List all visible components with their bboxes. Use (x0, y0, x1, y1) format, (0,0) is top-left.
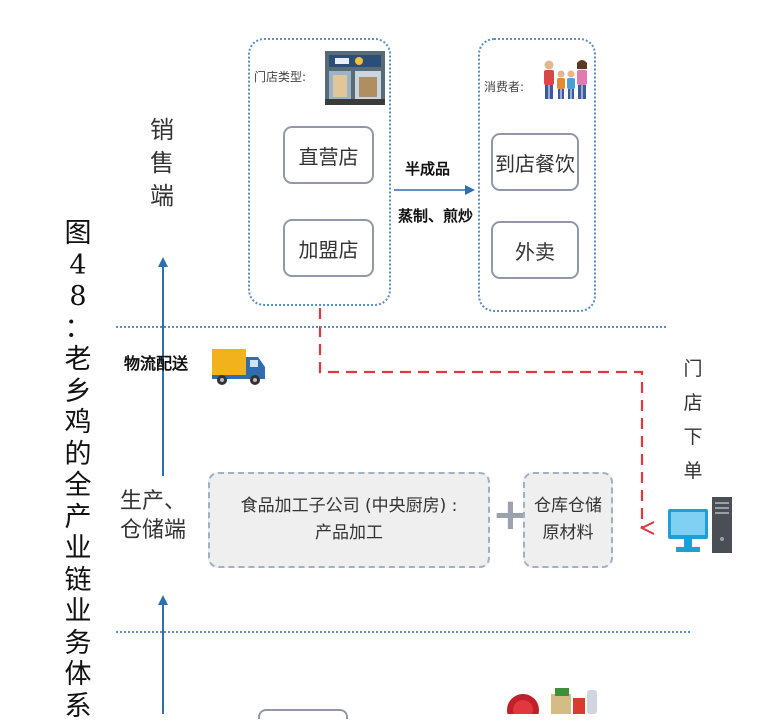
vertical-char: 务 (65, 628, 92, 660)
logistics-label: 物流配送 (124, 350, 188, 374)
vertical-char: 鸡 (65, 407, 92, 439)
separator-top (116, 326, 666, 328)
store-item-franchise: 加盟店 (283, 219, 374, 277)
vertical-char: 4 (69, 250, 86, 282)
food-produce-icon (503, 684, 603, 714)
separator-bottom (116, 631, 690, 633)
vertical-char: 8 (69, 281, 86, 313)
vertical-char: 系 (65, 691, 92, 722)
vertical-char: 店 (683, 386, 702, 420)
vertical-char: 产 (65, 502, 92, 534)
computer-icon (666, 495, 736, 557)
vertical-char: 图 (65, 218, 92, 250)
vertical-char: 门 (683, 352, 702, 386)
store-item-direct: 直营店 (283, 126, 374, 184)
consumer-item-dine-in: 到店餐饮 (491, 133, 579, 191)
consumer-item-dine-in-label: 到店餐饮 (495, 148, 575, 177)
warehouse-line2: 原材料 (543, 520, 594, 547)
stage-label-production: 生产、 仓储端 (120, 488, 186, 545)
store-photo-icon (325, 51, 385, 105)
central-kitchen-line2: 产品加工 (315, 520, 383, 547)
stage-label-production-line2: 仓储端 (120, 517, 186, 546)
vertical-char: 售 (150, 147, 174, 180)
central-kitchen-line1: 食品加工子公司 (中央厨房) : (241, 493, 458, 520)
vertical-char: 端 (150, 180, 174, 213)
truck-icon (210, 347, 266, 387)
vertical-char: 老 (65, 344, 92, 376)
plus-sign: + (492, 490, 522, 540)
vertical-char: ： (65, 313, 92, 345)
consumer-label: 消费者: (484, 78, 524, 95)
vertical-char: 乡 (65, 376, 92, 408)
store-item-franchise-label: 加盟店 (299, 234, 359, 263)
bottom-partial-box (258, 709, 348, 719)
arrow-label-cooking: 蒸制、煎炒 (398, 205, 473, 226)
vertical-char: 下 (683, 420, 702, 454)
central-kitchen-box: 食品加工子公司 (中央厨房) : 产品加工 (208, 472, 490, 568)
vertical-char: 链 (65, 565, 92, 597)
store-item-direct-label: 直营店 (299, 141, 359, 170)
consumer-item-delivery: 外卖 (491, 221, 579, 279)
vertical-char: 业 (65, 533, 92, 565)
vertical-char: 销 (150, 114, 174, 147)
store-order-label: 门店下单 (681, 352, 705, 488)
vertical-char: 全 (65, 470, 92, 502)
stage-label-production-line1: 生产、 (120, 488, 186, 517)
warehouse-box: 仓库仓储 原材料 (523, 472, 613, 568)
vertical-char: 体 (65, 659, 92, 691)
stage-label-sales: 销售端 (146, 114, 178, 213)
vertical-char: 业 (65, 596, 92, 628)
warehouse-line1: 仓库仓储 (534, 493, 602, 520)
store-type-label: 门店类型: (254, 68, 306, 85)
consumer-item-delivery-label: 外卖 (515, 236, 555, 265)
family-icon (542, 57, 588, 101)
vertical-char: 的 (65, 439, 92, 471)
vertical-char: 单 (683, 454, 702, 488)
arrow-label-semi-product: 半成品 (405, 158, 450, 179)
